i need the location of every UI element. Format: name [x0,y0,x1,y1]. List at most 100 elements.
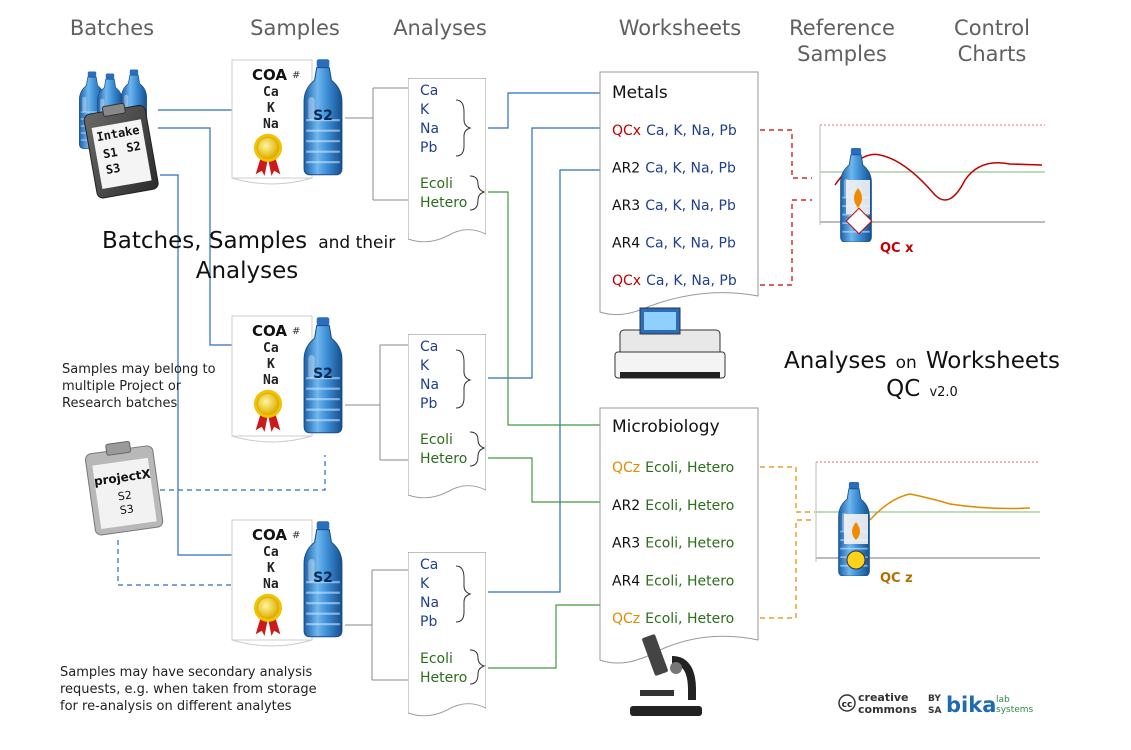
analysis-pb: Pb [420,140,437,156]
worksheet-row-items: Ecoli, Hetero [645,536,734,552]
creative-commons-logo: cc creative commons BY SA [838,691,941,716]
dashed-connectors [117,129,815,619]
analyzer-instrument [614,307,726,379]
qc-x-curve [834,153,1043,201]
worksheet-row: AR2 Ca, K, Na, Pb [612,161,736,177]
worksheet-row-items: Ecoli, Hetero [645,573,734,589]
qc-z-curve [869,493,1031,521]
worksheet-micro-title: Microbiology [612,417,720,437]
analysis-ca: Ca [420,83,438,99]
analysis-na: Na [420,377,439,393]
note-multiple-l3: Research batches [62,396,177,411]
sample-group-2: COA # Ca K Na S2 [231,315,343,443]
column-header-reference-l1: Reference [789,16,895,40]
analysis-pb: Pb [420,396,437,412]
column-header-batches: Batches [70,16,154,40]
coa-na: Na [263,117,279,132]
worksheet-row-items: Ecoli, Hetero [645,498,734,514]
control-chart-z: QC z [815,461,1040,586]
bika-wordmark: bika [946,693,996,717]
cc-creative: creative [858,691,909,704]
analyses-list-1: Ca K Na Pb Ecoli Hetero [408,78,486,243]
worksheet-row-prefix: AR3 [612,536,640,552]
projectx-batch: projectX S2 S3 [85,440,164,536]
analyses-list-3: Ca K Na Pb Ecoli Hetero [408,552,486,717]
analysis-hetero: Hetero [420,195,467,211]
column-header-samples: Samples [250,16,340,40]
worksheet-row: AR3 Ecoli, Hetero [612,536,734,552]
coa-title: COA [252,66,287,84]
heading-line1-small: and their [318,233,395,253]
analysis-hetero: Hetero [420,670,467,686]
worksheet-metals-title: Metals [612,83,668,103]
coa-ca: Ca [263,545,279,560]
control-chart-x: QC x [819,124,1045,256]
projectx-s2: S2 [117,488,133,503]
bika-lab: lab [996,695,1010,705]
coa-hash: # [292,70,300,81]
analysis-ecoli: Ecoli [420,176,453,192]
column-header-control-l1: Control [954,16,1030,40]
coa-na: Na [263,577,279,592]
analysis-ecoli: Ecoli [420,432,453,448]
coa-k: K [267,357,275,372]
worksheet-row-items: Ca, K, Na, Pb [645,198,736,214]
title-qc: QC [886,376,920,402]
analyses-list-2: Ca K Na Pb Ecoli Hetero [408,334,486,499]
sample-group-1: COA # Ca K Na S2 [231,58,343,185]
analysis-pb: Pb [420,614,437,630]
intake-s1: S1 [102,145,119,161]
worksheet-row-prefix: AR2 [612,161,640,177]
intake-s2: S2 [125,139,142,155]
analysis-ca: Ca [420,339,438,355]
bottle-label: S2 [313,570,333,586]
heading-line1: Batches, Samples and their [102,228,395,254]
title-worksheets: Worksheets [926,348,1060,374]
coa-hash: # [292,530,300,541]
cc-glyph: cc [842,700,853,710]
analysis-k: K [420,102,430,118]
worksheet-row-prefix: AR4 [612,573,640,589]
title-analyses: Analyses [784,348,887,374]
column-header-reference-l2: Samples [797,42,887,66]
worksheet-row-items: Ca, K, Na, Pb [646,273,737,289]
heading-line2: Analyses [196,258,299,284]
heading-line1-big: Batches, Samples [102,228,307,254]
cc-sa: SA [928,706,941,716]
coa-k: K [267,561,275,576]
worksheet-row-items: Ca, K, Na, Pb [645,161,736,177]
worksheet-row-items: Ca, K, Na, Pb [645,236,736,252]
green-connectors [488,191,600,669]
microscope-icon [630,634,702,716]
coa-title: COA [252,526,287,544]
coa-na: Na [263,373,279,388]
title-on: on [896,353,917,373]
blue-connectors [158,92,600,593]
worksheet-row-prefix: AR3 [612,198,640,214]
note-secondary-l3: for re-analysis on different analytes [60,699,292,714]
worksheet-row: AR3 Ca, K, Na, Pb [612,198,736,214]
worksheet-row: QCz Ecoli, Hetero [612,611,734,627]
cc-commons: commons [858,703,917,716]
bottle-label: S2 [313,366,333,382]
title-version: v2.0 [929,385,957,400]
column-header-analyses: Analyses [393,16,487,40]
worksheet-row-prefix: AR2 [612,498,640,514]
analysis-na: Na [420,595,439,611]
bottle-label: S2 [313,108,333,124]
coa-title: COA [252,322,287,340]
coa-ca: Ca [263,85,279,100]
bika-systems: systems [996,705,1034,715]
analysis-k: K [420,358,430,374]
coa-ca: Ca [263,341,279,356]
worksheet-row-prefix: QCz [612,611,640,627]
note-secondary-l1: Samples may have secondary analysis [60,665,312,680]
coa-hash: # [292,326,300,337]
worksheet-row-items: Ecoli, Hetero [645,611,734,627]
cc-by: BY [928,694,941,704]
